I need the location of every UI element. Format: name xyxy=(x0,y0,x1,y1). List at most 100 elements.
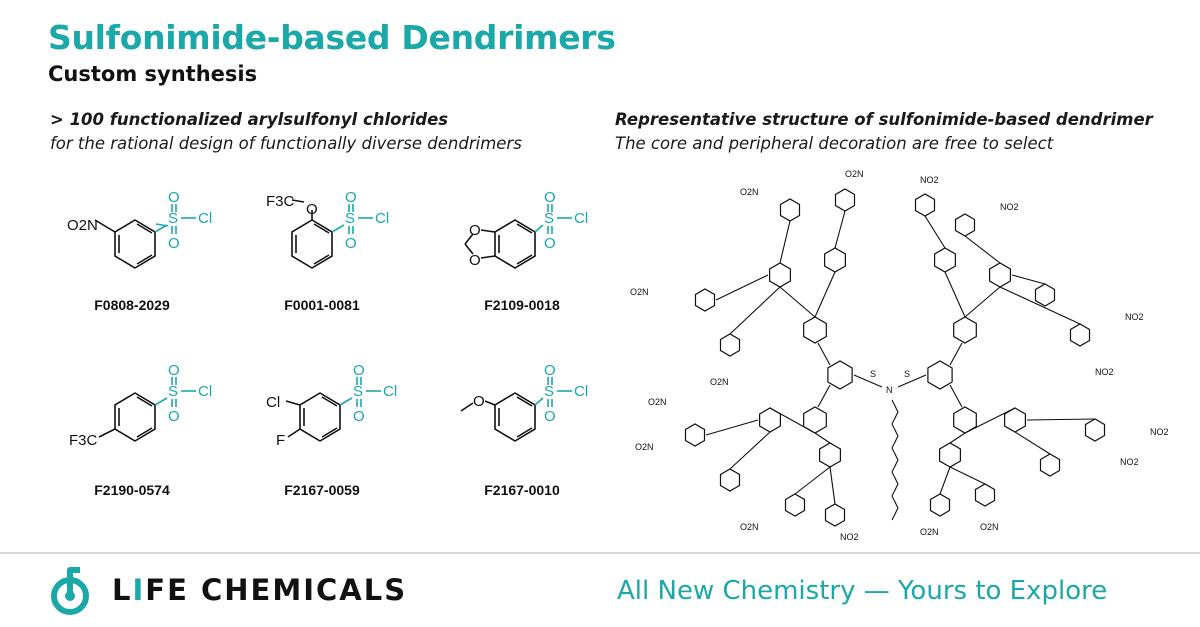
svg-text:F3C: F3C xyxy=(69,432,98,449)
nitro-group-label: O2N xyxy=(845,169,864,179)
svg-text:O: O xyxy=(168,235,180,252)
bond xyxy=(891,447,899,461)
bond xyxy=(853,374,883,388)
bond xyxy=(949,384,963,408)
svg-text:O: O xyxy=(544,189,556,206)
svg-text:O: O xyxy=(168,408,180,425)
tagline: All New Chemistry — Yours to Explore xyxy=(617,576,1108,606)
svg-text:O: O xyxy=(168,189,180,206)
bond xyxy=(999,286,1081,325)
bond xyxy=(891,495,899,509)
svg-text:O: O xyxy=(544,235,556,252)
bond xyxy=(794,466,831,495)
nitro-group-label: O2N xyxy=(980,522,999,532)
left-description-line1: > 100 functionalized arylsulfonyl chlori… xyxy=(50,110,449,129)
compound-structure-5: Cl F S O O Cl xyxy=(250,362,450,485)
svg-text:Cl: Cl xyxy=(383,383,397,400)
benzene-ring xyxy=(824,503,846,527)
left-description: > 100 functionalized arylsulfonyl chlori… xyxy=(50,108,522,156)
bond xyxy=(964,407,1016,434)
benzene-ring xyxy=(719,468,741,492)
bond xyxy=(729,286,781,335)
bond xyxy=(939,466,951,495)
brand-name: LIFE CHEMICALS xyxy=(112,573,408,607)
svg-text:O: O xyxy=(168,362,180,379)
svg-text:Cl: Cl xyxy=(198,383,212,400)
svg-text:O: O xyxy=(544,408,556,425)
benzene-ring xyxy=(827,360,853,390)
benzene-ring xyxy=(954,213,976,237)
svg-text:F: F xyxy=(276,432,285,449)
svg-text:O: O xyxy=(473,393,485,410)
benzene-ring xyxy=(779,198,801,222)
bond xyxy=(891,423,899,437)
bond xyxy=(1014,431,1051,455)
benzene-ring xyxy=(694,288,716,312)
bond xyxy=(1026,418,1096,421)
benzene-ring xyxy=(939,442,961,468)
bond xyxy=(964,235,1001,264)
svg-text:Cl: Cl xyxy=(574,210,588,227)
nitro-group-label: O2N xyxy=(710,377,729,387)
benzene-ring xyxy=(953,316,977,344)
left-description-line2: for the rational design of functionally … xyxy=(50,134,522,153)
right-description: Representative structure of sulfonimide-… xyxy=(615,108,1153,156)
bond xyxy=(949,342,963,366)
svg-text:S: S xyxy=(168,383,178,400)
page-subtitle: Custom synthesis xyxy=(48,62,258,86)
nitro-group-label: O2N xyxy=(648,397,667,407)
svg-text:S: S xyxy=(345,210,355,227)
nitro-group-label: NO2 xyxy=(1000,202,1019,212)
bond xyxy=(891,507,899,521)
benzene-ring xyxy=(929,493,951,517)
bond xyxy=(949,466,986,485)
nitro-group-label: NO2 xyxy=(1095,367,1114,377)
benzene-ring xyxy=(803,316,827,344)
benzene-ring xyxy=(1069,323,1091,347)
bond xyxy=(705,419,759,436)
svg-text:O: O xyxy=(544,362,556,379)
svg-text:S: S xyxy=(544,210,554,227)
benzene-ring xyxy=(1034,283,1056,307)
benzene-ring xyxy=(974,483,996,507)
page-title: Sulfonimide-based Dendrimers xyxy=(48,18,616,57)
benzene-ring xyxy=(1039,453,1061,477)
bond xyxy=(814,432,831,444)
benzene-ring xyxy=(934,247,956,273)
compound-structure-2: F3C O S O O Cl xyxy=(252,180,452,300)
svg-text:O: O xyxy=(469,252,481,269)
nitro-group-label: O2N xyxy=(635,442,654,452)
benzene-ring xyxy=(769,262,791,288)
benzene-ring xyxy=(719,333,741,357)
compound-structure-1: O2N S O O Cl xyxy=(55,180,255,300)
footer-divider xyxy=(0,552,1200,554)
bond xyxy=(964,286,1001,318)
nitro-group-label: O2N xyxy=(630,287,649,297)
substituent-label: O2N xyxy=(67,217,98,234)
compound-structure-4: F3C S O O Cl xyxy=(55,362,255,485)
nitro-group-label: NO2 xyxy=(1120,457,1139,467)
nitro-group-label: O2N xyxy=(920,527,939,537)
svg-text:S: S xyxy=(353,383,363,400)
benzene-ring xyxy=(1084,418,1106,442)
nitro-group-label: NO2 xyxy=(1125,312,1144,322)
benzene-ring xyxy=(784,493,806,517)
svg-text:O: O xyxy=(353,408,365,425)
nitro-group-label: NO2 xyxy=(1150,427,1169,437)
atom-label-n: N xyxy=(886,385,893,395)
bond xyxy=(891,483,899,497)
bond xyxy=(779,286,816,318)
compound-structure-3: O O S O O Cl xyxy=(445,180,645,300)
benzene-ring xyxy=(819,442,841,468)
atom-label-s: S xyxy=(904,369,910,379)
right-description-line1: Representative structure of sulfonimide-… xyxy=(615,110,1153,129)
svg-text:Cl: Cl xyxy=(198,210,212,227)
bond xyxy=(891,435,899,449)
bond xyxy=(891,459,899,473)
bond xyxy=(891,471,899,485)
bond xyxy=(924,215,946,249)
nitro-group-label: O2N xyxy=(740,187,759,197)
compound-structure-6: O S O O Cl xyxy=(445,362,645,485)
nitro-group-label: NO2 xyxy=(920,175,939,185)
benzene-ring xyxy=(927,360,953,390)
